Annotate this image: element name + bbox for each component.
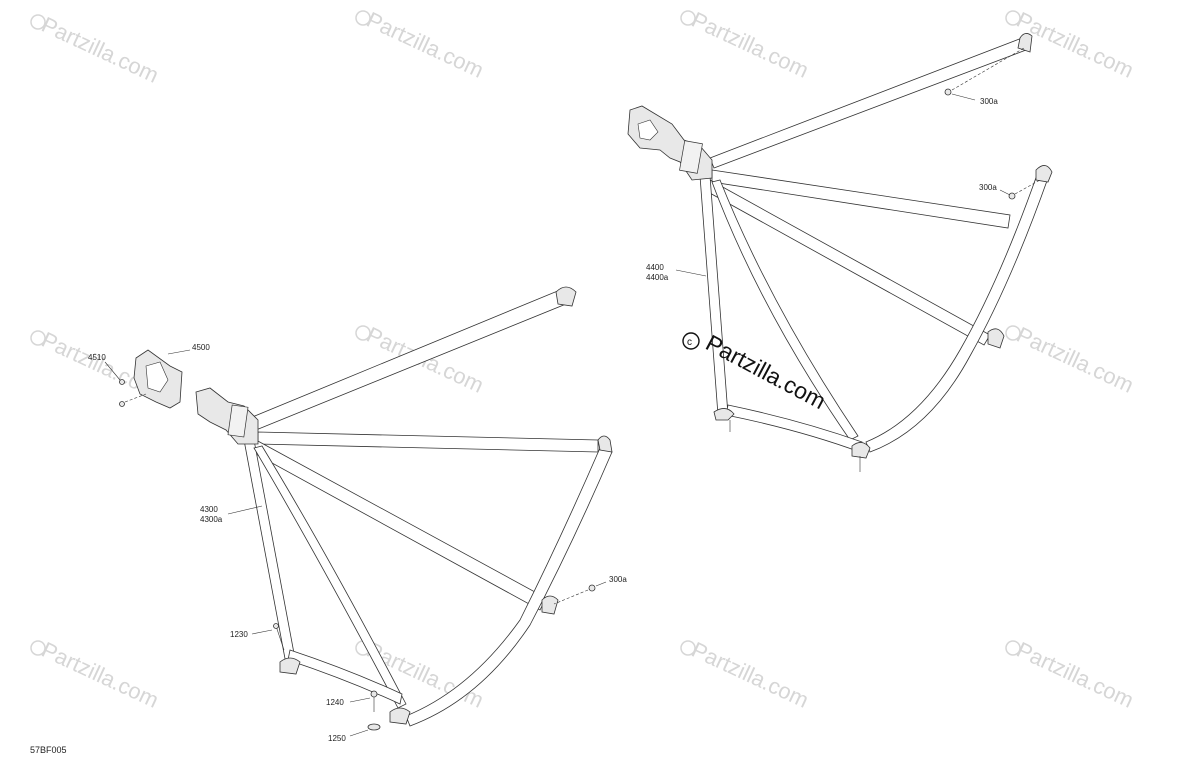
watermark: Partzilla.com: [363, 7, 488, 83]
anchor-left-top: [555, 286, 577, 307]
label-4300: 4300: [200, 505, 218, 514]
label-300a-top: 300a: [980, 97, 998, 106]
watermark: Partzilla.com: [1013, 7, 1138, 83]
copyright-icon: [682, 332, 700, 350]
strap-right-inner: [711, 179, 859, 441]
label-1230: 1230: [230, 630, 248, 639]
screw-4510-b: [119, 401, 125, 407]
leader-4500: [167, 349, 191, 355]
watermark: Partzilla.com: [38, 12, 163, 88]
buckle-left-plate: [227, 404, 249, 438]
label-300a-mid: 300a: [979, 183, 997, 192]
anchor-left-right: [597, 435, 613, 453]
leader-1250: [349, 729, 369, 737]
dash-300a-bottom: [553, 589, 589, 605]
anchor-left-bottom-left: [279, 657, 301, 675]
watermark: Partzilla.com: [688, 637, 813, 713]
harness-left: 4510 4500 4300 4300a 300a 1230 1240 1250: [88, 286, 627, 743]
bolt-1230: [275, 625, 285, 651]
dash-300a-top: [951, 47, 1025, 91]
label-4400a: 4400a: [646, 273, 669, 282]
leader-4510: [104, 361, 121, 381]
watermark: Partzilla.com: [688, 7, 813, 83]
dash-4510: [124, 393, 147, 403]
buckle-right-plate: [679, 140, 703, 174]
leader-300a-top: [951, 93, 976, 101]
strap-left-bottom: [287, 649, 403, 705]
label-4500: 4500: [192, 343, 210, 352]
strap-right-curve: [865, 171, 1049, 453]
leader-1230: [251, 629, 273, 635]
leader-4400: [675, 269, 707, 277]
label-1250: 1250: [328, 734, 346, 743]
label-300a-bottom: 300a: [609, 575, 627, 584]
watermark-group: Partzilla.com Partzilla.com Partzilla.co…: [38, 7, 1138, 713]
bolt-1230-head: [273, 623, 279, 629]
watermark: Partzilla.com: [1013, 637, 1138, 713]
anchor-left-lower: [541, 595, 559, 615]
leader-300a-bottom: [595, 581, 607, 587]
svg-text:c: c: [687, 337, 692, 348]
label-4300a: 4300a: [200, 515, 223, 524]
watermark: Partzilla.com: [38, 637, 163, 713]
watermark-copyright-icons: [30, 10, 1021, 656]
buckle-left: [195, 387, 259, 445]
anchor-right-lower: [987, 328, 1005, 349]
anchor-right-top: [1017, 33, 1033, 53]
strap-left-horizontal: [257, 431, 599, 453]
screw-300a-bottom: [588, 584, 596, 592]
leader-1240: [349, 697, 371, 703]
diagram-reference-code: 57BF005: [30, 745, 67, 755]
anchor-right-left: [713, 408, 735, 421]
harness-right: 300a 300a 4400 4400a: [627, 33, 1053, 472]
buckle-cover-slot: [145, 361, 169, 393]
watermark: Partzilla.com: [1013, 322, 1138, 398]
leader-300a-mid: [999, 189, 1011, 196]
anchor-right-mid: [1035, 165, 1053, 183]
strap-left-top: [249, 289, 567, 431]
strap-left-diagonal: [251, 439, 547, 611]
anchor-left-bottom: [389, 707, 411, 725]
label-4510: 4510: [88, 353, 106, 362]
screw-300a-top: [944, 88, 952, 96]
strap-left-curve: [405, 447, 613, 727]
leader-4300: [227, 505, 263, 515]
anchor-right-bottom: [851, 442, 871, 459]
washer-1250: [367, 723, 381, 731]
buckle-right-slot: [637, 119, 659, 141]
screw-4510-a: [119, 379, 125, 385]
strap-left-inner: [253, 445, 407, 709]
label-1240: 1240: [326, 698, 344, 707]
label-4400: 4400: [646, 263, 664, 272]
bolt-1240-head: [370, 690, 378, 698]
screw-300a-mid: [1008, 192, 1016, 200]
